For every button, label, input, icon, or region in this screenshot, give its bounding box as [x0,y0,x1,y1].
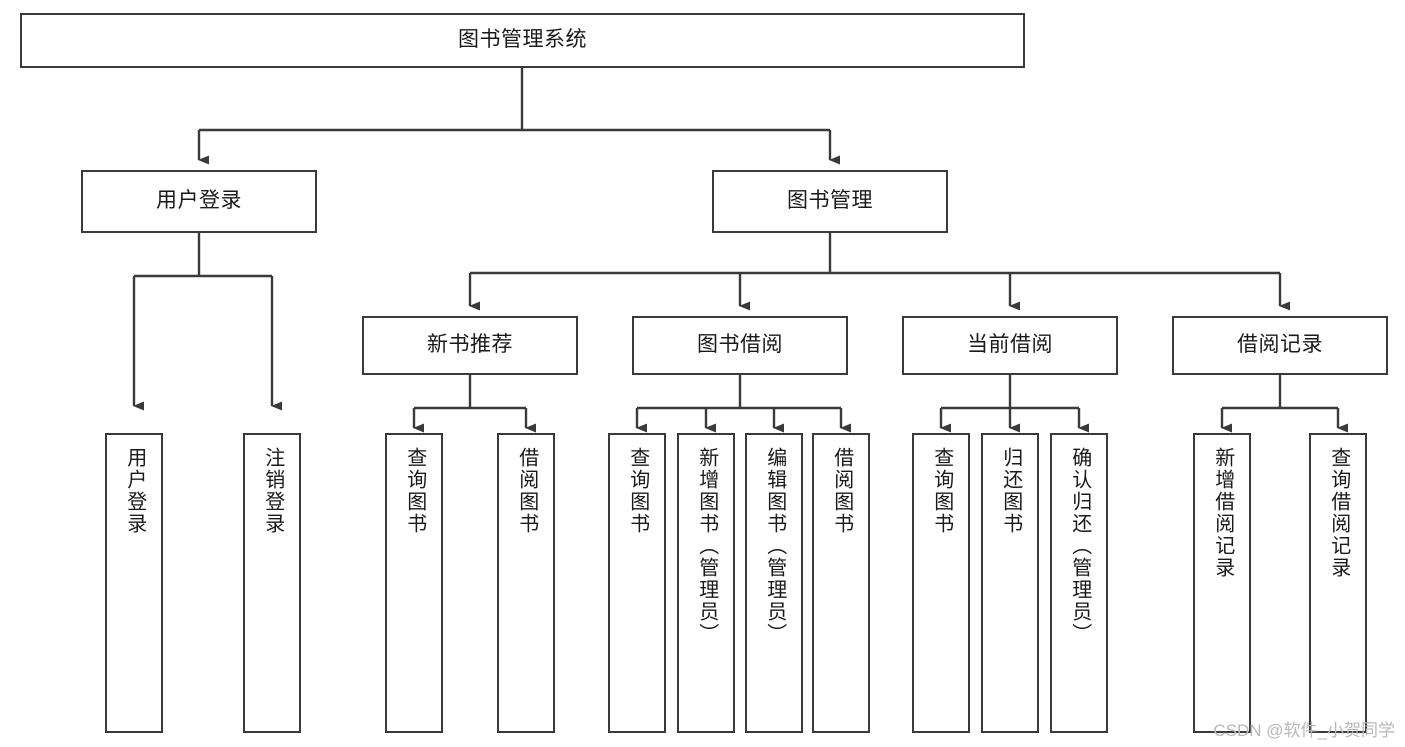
leaf-book-borrow-query[interactable]: 查询图书 [608,433,666,733]
node-label: 新书推荐 [427,333,513,357]
node-label: 查询借阅记录 [1327,447,1350,579]
leaf-current-borrow-query[interactable]: 查询图书 [912,433,970,733]
node-label: 新增借阅记录 [1211,447,1234,579]
node-book-borrow[interactable]: 图书借阅 [632,316,848,375]
leaf-new-book-query[interactable]: 查询图书 [385,433,443,733]
node-label: 查询图书 [930,447,953,535]
node-label: 编辑图书（管理员） [763,447,786,645]
node-label: 图书管理系统 [458,28,587,52]
leaf-book-borrow-borrow[interactable]: 借阅图书 [812,433,870,733]
node-label: 借阅记录 [1237,333,1323,357]
leaf-current-borrow-confirm-return[interactable]: 确认归还（管理员） [1050,433,1108,733]
leaf-borrow-record-query[interactable]: 查询借阅记录 [1309,433,1367,733]
leaf-current-borrow-return[interactable]: 归还图书 [981,433,1039,733]
node-label: 新增图书（管理员） [695,447,718,645]
leaf-user-login-login[interactable]: 用户登录 [105,433,163,733]
node-label: 用户登录 [123,447,146,535]
leaf-user-login-logout[interactable]: 注销登录 [243,433,301,733]
leaf-book-borrow-edit[interactable]: 编辑图书（管理员） [745,433,803,733]
node-label: 图书管理 [787,189,873,213]
node-label: 查询图书 [403,447,426,535]
leaf-borrow-record-add[interactable]: 新增借阅记录 [1193,433,1251,733]
node-label: 归还图书 [999,447,1022,535]
node-new-book-recommend[interactable]: 新书推荐 [362,316,578,375]
node-book-management[interactable]: 图书管理 [712,170,948,233]
node-label: 借阅图书 [515,447,538,535]
node-label: 确认归还（管理员） [1068,447,1091,645]
node-root-system[interactable]: 图书管理系统 [20,13,1025,68]
node-current-borrow[interactable]: 当前借阅 [902,316,1118,375]
leaf-book-borrow-add[interactable]: 新增图书（管理员） [677,433,735,733]
node-label: 注销登录 [261,447,284,535]
node-label: 当前借阅 [967,333,1053,357]
node-borrow-record[interactable]: 借阅记录 [1172,316,1388,375]
node-user-login[interactable]: 用户登录 [81,170,317,233]
leaf-new-book-borrow[interactable]: 借阅图书 [497,433,555,733]
node-label: 查询图书 [626,447,649,535]
csdn-watermark: CSDN @软件_小贺同学 [1213,721,1395,740]
node-label: 图书借阅 [697,333,783,357]
node-label: 用户登录 [156,189,242,213]
node-label: 借阅图书 [830,447,853,535]
